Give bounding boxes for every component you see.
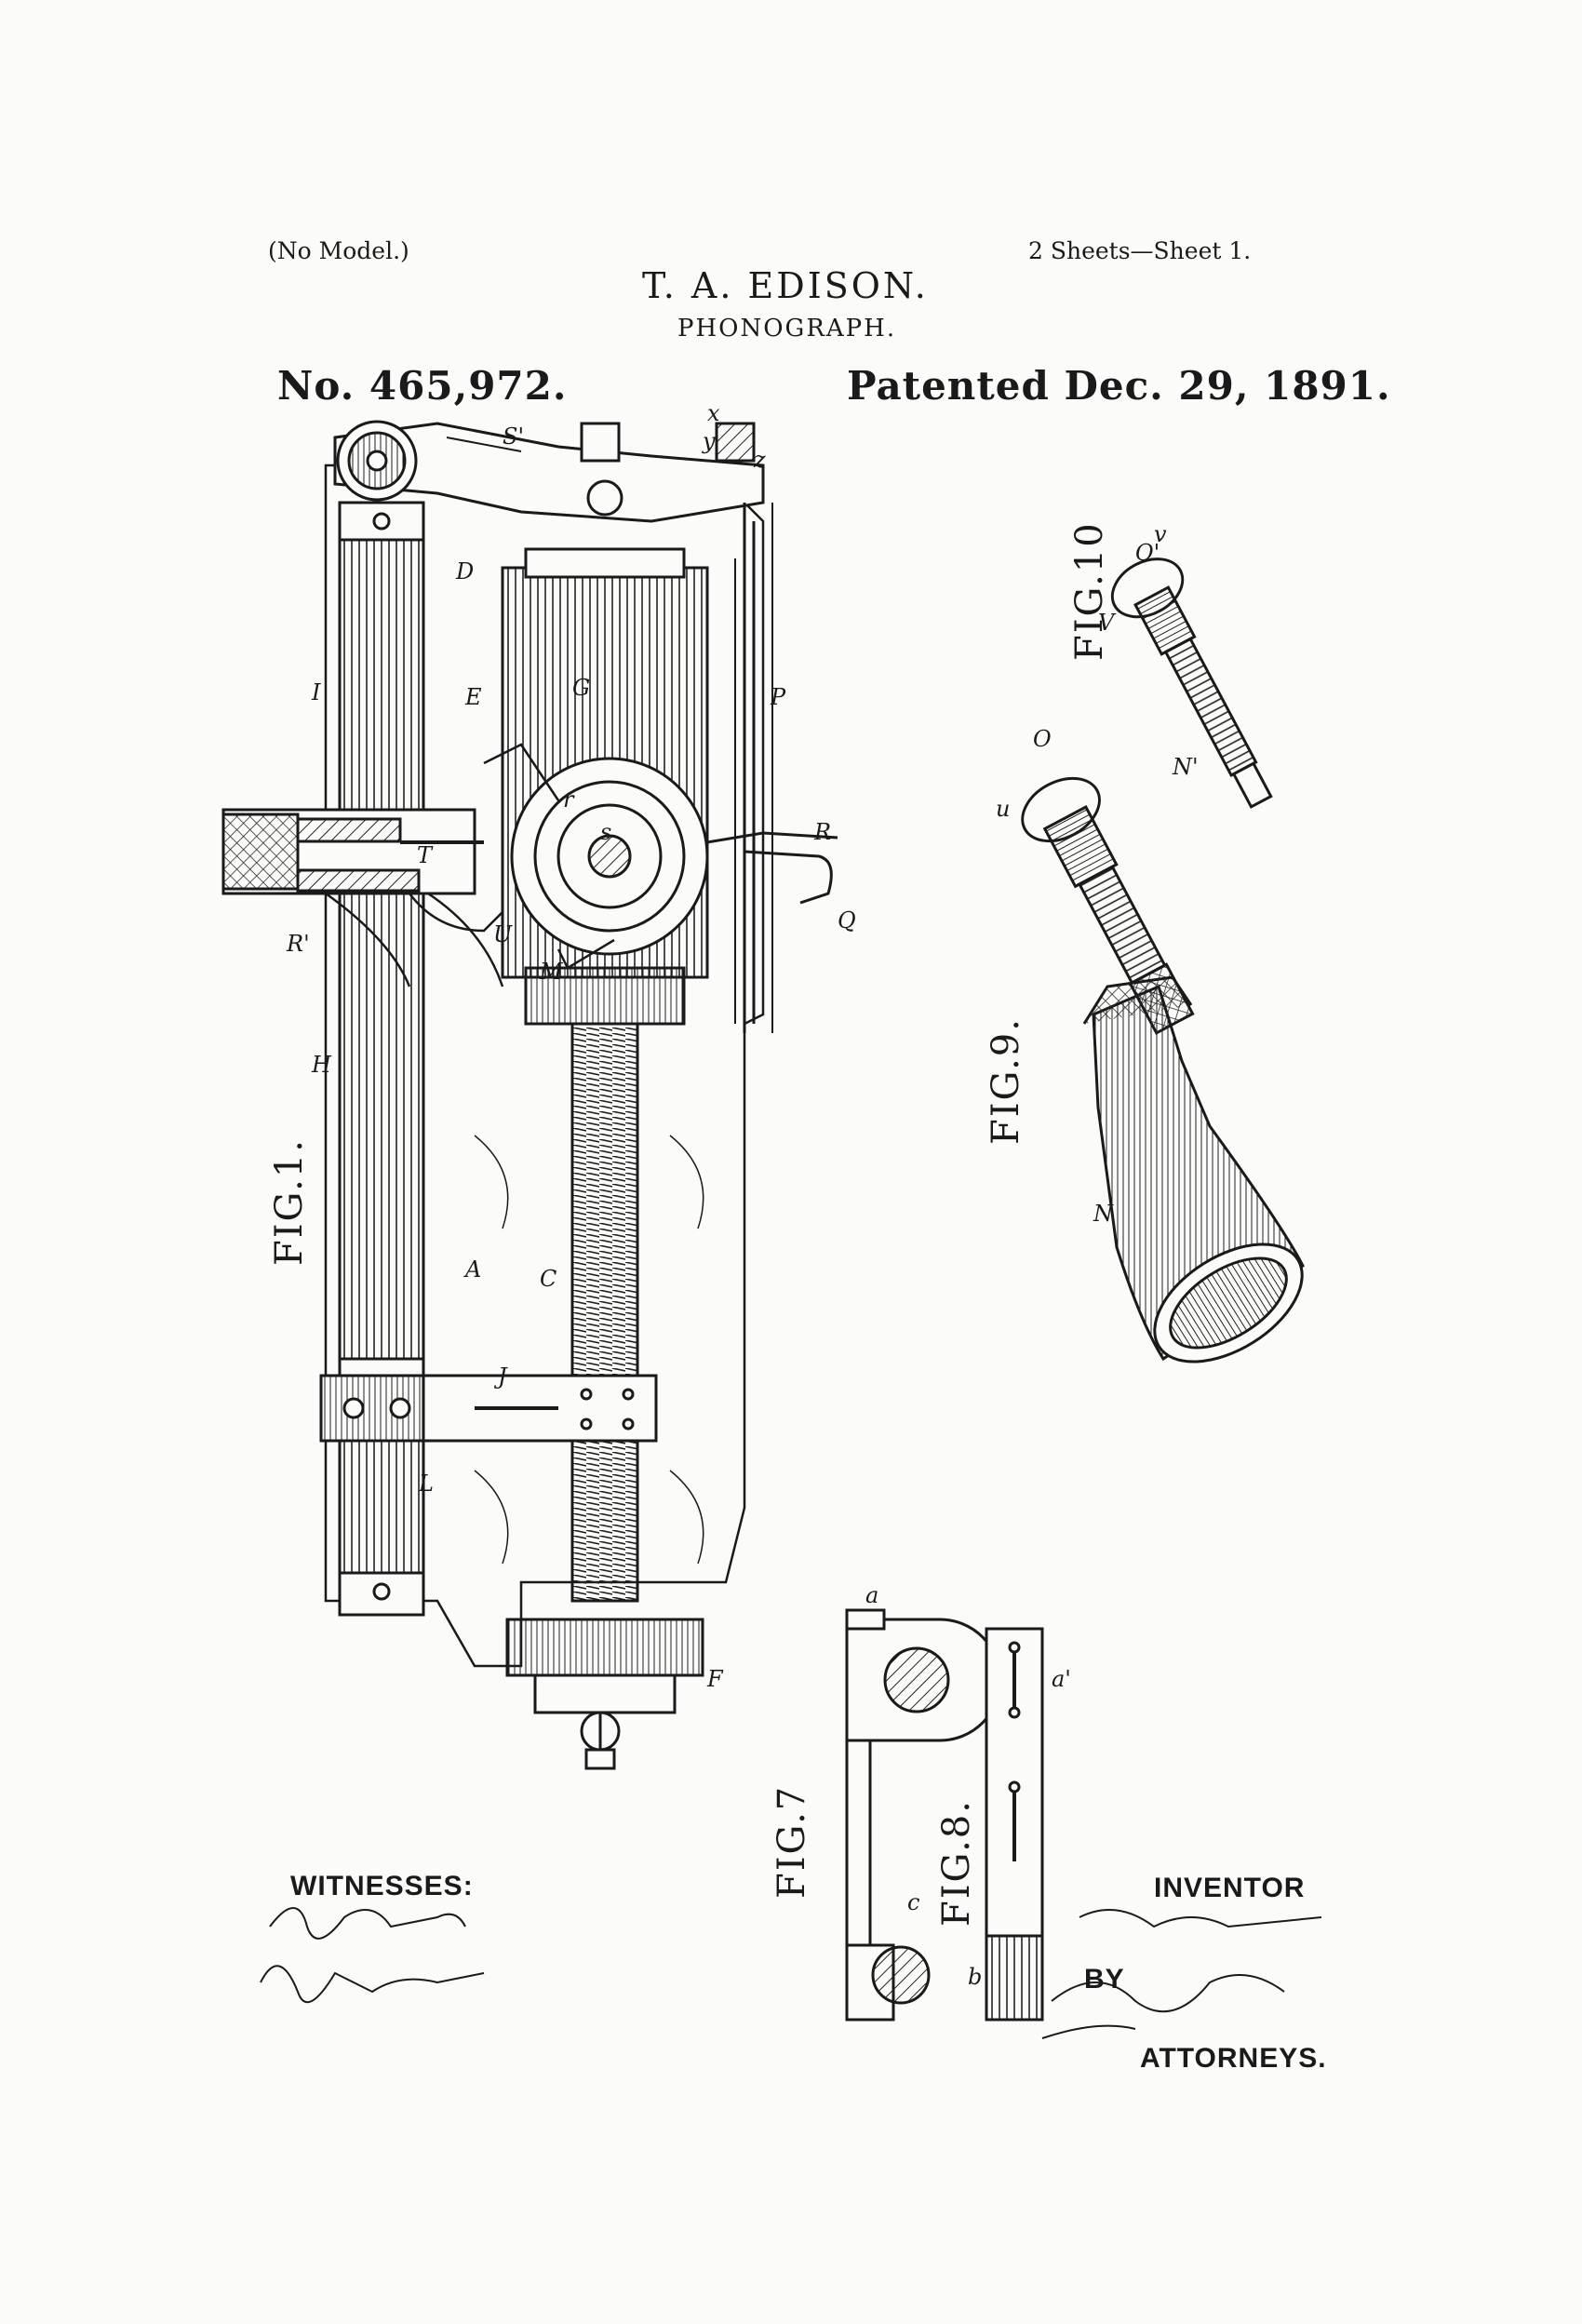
ref-letter-b: b [968, 1964, 983, 1990]
witnesses-label: WITNESSES: [290, 1871, 474, 1901]
attorneys-label: ATTORNEYS. [1140, 2043, 1327, 2074]
ref-letter-r: r [563, 786, 574, 813]
ref-letter-L: L [419, 1471, 434, 1497]
ref-letter-N1: N' [1173, 754, 1199, 780]
ref-letter-D: D [456, 558, 475, 584]
ref-letter-S1: S' [503, 423, 525, 450]
fig10-label: FIG.10 [1068, 521, 1111, 661]
fig7-label: FIG.7 [771, 1784, 813, 1899]
ref-letter-H: H [312, 1052, 331, 1078]
fig10-drawing [1110, 557, 1273, 809]
ref-letter-C: C [540, 1266, 557, 1292]
ref-letter-T: T [417, 842, 433, 868]
ref-letter-F: F [707, 1666, 723, 1692]
ref-letter-y: y [703, 428, 716, 454]
fig9-drawing [1021, 776, 1305, 1364]
ref-letter-I: I [312, 679, 321, 705]
fig8-label: FIG.8. [935, 1799, 978, 1927]
ref-letter-V: V [1098, 610, 1115, 636]
ref-letter-c: c [907, 1889, 920, 1915]
inventor-name: T. A. EDISON. [642, 265, 929, 306]
inventor-label: INVENTOR [1154, 1873, 1306, 1903]
ref-letter-a: a [865, 1582, 879, 1608]
ref-letter-O: O [1033, 726, 1052, 752]
ref-letter-A: A [465, 1256, 482, 1283]
no-model-note: (No Model.) [268, 237, 409, 264]
fig9-label: FIG.9. [985, 1017, 1027, 1145]
ref-letter-N: N [1093, 1201, 1113, 1227]
ref-letter-s: s [600, 819, 612, 845]
fig1-drawing [221, 420, 838, 1770]
ref-letter-R: R [814, 819, 832, 845]
ref-letter-u: u [996, 796, 1011, 822]
fig7-drawing [845, 1608, 1002, 2022]
ref-letter-M: M [540, 959, 563, 985]
ref-letter-Q: Q [838, 907, 856, 934]
ref-letter-G: G [572, 675, 591, 701]
sheet-count: 2 Sheets—Sheet 1. [1028, 237, 1252, 264]
signature-drawings [260, 1907, 1322, 2039]
ref-letter-O1: O' [1135, 540, 1160, 566]
fig1-label: FIG.1. [268, 1138, 311, 1266]
ref-letter-a1: a' [1052, 1666, 1071, 1692]
patent-number: No. 465,972. [277, 363, 568, 409]
patent-title: PHONOGRAPH. [677, 315, 897, 343]
ref-letter-R1: R' [287, 931, 310, 957]
ref-letter-J: J [498, 1364, 507, 1390]
ref-letter-P: P [771, 684, 786, 710]
ref-letter-E: E [465, 684, 482, 710]
patent-date: Patented Dec. 29, 1891. [847, 363, 1391, 409]
ref-letter-x: x [707, 400, 720, 426]
by-label: BY [1084, 1964, 1125, 1995]
fig8-drawing [985, 1627, 1044, 2022]
ref-letter-z: z [754, 447, 766, 473]
ref-letter-U: U [493, 921, 513, 947]
ref-letter-v: v [1154, 521, 1167, 547]
